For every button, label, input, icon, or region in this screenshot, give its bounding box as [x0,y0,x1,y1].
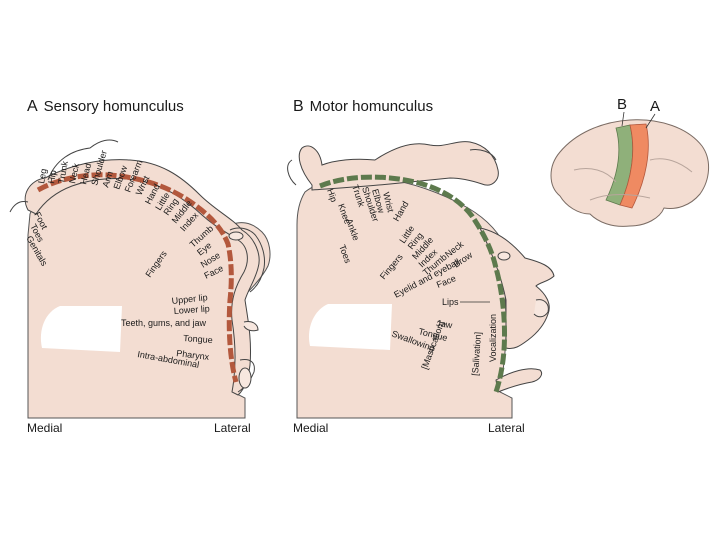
brain-label-b: B [617,96,628,113]
panel-a-medial: Medial [27,421,63,435]
sensory-homunculus-foot [9,201,29,213]
sensory-lateral-labels: Upper lip Lower lip Teeth, gums, and jaw… [121,292,213,370]
brain-sulcus-2 [649,158,693,173]
brain-sulcus-3 [589,194,651,201]
motor-cortex-strip [319,174,508,393]
sensory-cortex-region [619,123,649,209]
panel-a-title: A Sensory homunculus [27,98,184,116]
panel-a-letter: A [27,98,38,115]
label-wrist-b: Wrist [381,191,396,214]
motor-homunculus-hand-lines [469,149,497,161]
brain-leader-a [645,113,656,129]
sensory-cortex-strip [36,172,239,383]
label-lower-lip: Lower lip [173,304,210,316]
sensory-homunculus-hand-lower [238,367,252,389]
sensory-cortex-section [9,139,271,419]
panel-b-lateral: Lateral [488,421,525,435]
sensory-homunculus-eye [228,231,244,241]
sensory-homunculus-lips [243,321,259,332]
label-hip-b: Hip [325,187,339,203]
sensory-sulcus [40,306,123,352]
motor-homunculus-eye [497,251,511,261]
brain-inset [550,111,709,227]
sensory-homunculus-face [229,227,265,293]
motor-homunculus-foot [287,159,297,186]
label-upper-lip: Upper lip [171,292,208,306]
brain-label-a: A [650,98,661,115]
motor-cortex-section [287,141,555,419]
motor-homunculus-lips [533,299,549,318]
label-hip: Hip [46,169,58,184]
brain-sulcus-1 [573,168,617,183]
label-lips: Lips [442,297,459,307]
label-jaw: Jaw [436,318,454,330]
brain-leader-b [621,111,625,127]
label-leg: Leg [36,168,48,185]
sensory-homunculus-leg [47,139,119,181]
label-neck: Neck [67,162,81,185]
label-pharynx: Pharynx [176,348,210,362]
panel-b-medial: Medial [293,421,329,435]
panel-a-title-text: Sensory homunculus [43,98,184,115]
panel-b-title-text: Motor homunculus [309,98,434,115]
label-arm: Arm [100,170,115,189]
motor-sulcus [308,304,392,350]
label-salivation: [Salivation] [470,332,483,377]
label-tongue: Tongue [183,333,213,345]
label-teeth-gums-jaw: Teeth, gums, and jaw [121,318,207,328]
label-vocalization: Vocalization [488,314,498,362]
panel-b-title: B Motor homunculus [293,98,433,116]
motor-homunculus-tongue [495,368,543,393]
label-trunk: Trunk [56,160,70,185]
panel-a-lateral: Lateral [214,421,251,435]
panel-b-letter: B [293,98,304,115]
